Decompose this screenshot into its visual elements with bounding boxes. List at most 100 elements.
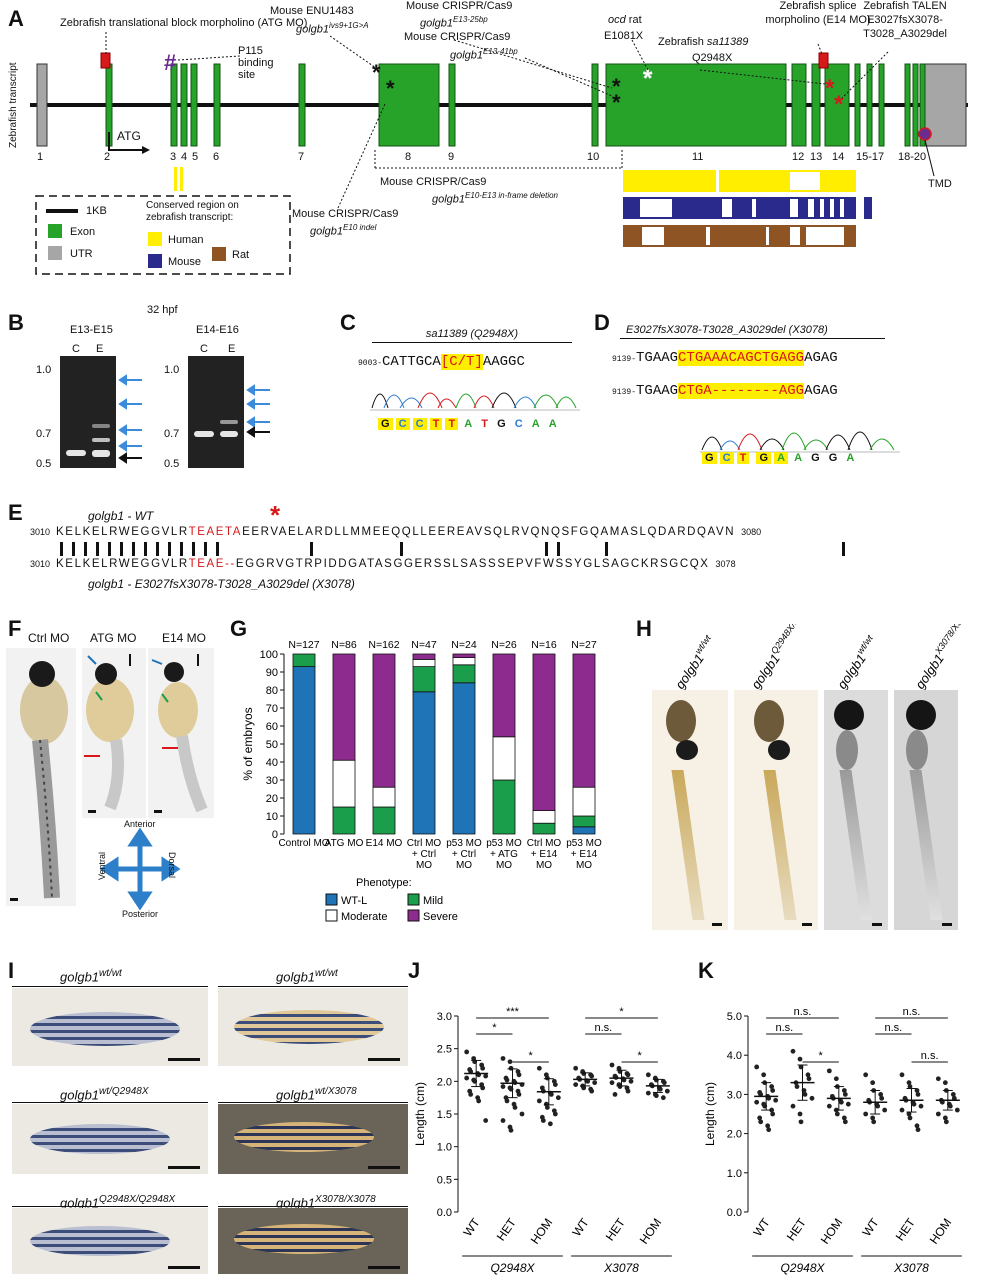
panel-c-title: sa11389 (Q2948X) — [425, 328, 519, 340]
x-tick-label: HOM — [818, 1216, 846, 1247]
exon-4 — [180, 63, 188, 147]
bar-segment — [332, 653, 356, 761]
legend-label: Mild — [423, 895, 443, 907]
crispr25-line2: golgb1E13-25bp — [420, 15, 488, 30]
data-point — [519, 1111, 525, 1117]
significance-label: * — [529, 1050, 534, 1062]
data-point — [645, 1090, 651, 1096]
bar-segment — [412, 653, 436, 660]
data-point — [504, 1098, 510, 1104]
data-point — [660, 1095, 666, 1101]
e14-mo-label: E14 MO — [162, 631, 207, 645]
talen-star-icon: * — [834, 91, 844, 118]
adult-fish-x-hom — [218, 1208, 408, 1274]
exon-11 — [605, 63, 787, 147]
data-point — [914, 1123, 920, 1129]
panel-label-e: E — [8, 500, 23, 525]
lane-c: C — [200, 343, 208, 355]
crispr25-line1: Mouse CRISPR/Cas9 — [406, 0, 513, 12]
exon-7 — [298, 63, 306, 147]
e10-line1: Mouse CRISPR/Cas9 — [292, 208, 399, 220]
data-point — [915, 1092, 921, 1097]
exon-17 — [878, 63, 885, 147]
data-point — [653, 1093, 659, 1099]
data-point — [754, 1099, 760, 1105]
crispr41-line1: Mouse CRISPR/Cas9 — [404, 31, 511, 43]
bar-segment — [412, 659, 436, 668]
ocd-line1: ocd rat — [608, 14, 642, 26]
y-tick-label: 10 — [266, 811, 278, 823]
tmd-marker-icon — [918, 127, 932, 141]
panel-d-seq1: 9139-TGAAGCTGAAACAGCTGAGGAGAG — [612, 350, 838, 366]
category-label: Control MO — [278, 838, 329, 849]
significance-label: n.s. — [594, 1022, 612, 1034]
exon-number: 3 — [170, 151, 177, 163]
data-point — [536, 1098, 542, 1104]
talen-line1: Zebrafish TALEN — [863, 0, 947, 12]
y-tick-label: 3.0 — [437, 1011, 452, 1023]
data-point — [947, 1103, 953, 1109]
data-point — [765, 1123, 771, 1129]
category-label: E14 MO — [366, 838, 403, 849]
exon-number: 8 — [405, 151, 412, 163]
legend-title: Phenotype: — [356, 877, 412, 889]
exon-number: 7 — [298, 151, 305, 163]
data-point — [863, 1072, 869, 1078]
y-tick-label: 2.0 — [727, 1129, 742, 1141]
data-point — [826, 1103, 832, 1109]
enu-star-icon: * — [372, 60, 381, 85]
sa11389-star-icon: * — [825, 75, 835, 102]
gel2-title: E14-E16 — [196, 324, 239, 336]
data-point — [770, 1088, 776, 1093]
x-tick-label: HOM — [927, 1216, 955, 1247]
significance-label: * — [619, 1006, 624, 1018]
x-tick-label: HET — [893, 1215, 919, 1243]
legend-conserved-1: Conserved region on — [146, 200, 239, 211]
category-label: MO — [576, 860, 592, 871]
legend-swatch — [407, 893, 420, 906]
data-point — [625, 1088, 631, 1094]
exon-15 — [854, 63, 861, 147]
data-point — [500, 1084, 506, 1089]
splice-line1: Zebrafish splice — [779, 0, 857, 12]
data-point — [508, 1127, 514, 1133]
group-label: Q2948X — [490, 1261, 535, 1275]
x-tick-label: WT — [569, 1215, 592, 1239]
data-point — [882, 1107, 888, 1113]
data-point — [935, 1076, 941, 1082]
exon-6 — [213, 63, 221, 147]
panel-label-i: I — [8, 958, 15, 983]
data-point — [870, 1080, 876, 1086]
y-tick-label: 100 — [260, 649, 278, 661]
data-point — [806, 1076, 812, 1082]
alignment-ticks — [60, 542, 845, 556]
data-point — [552, 1082, 558, 1087]
adult-fish-q-het — [12, 1104, 208, 1174]
exon-number: 18-20 — [898, 151, 927, 163]
category-label: + E14 — [531, 849, 558, 860]
bar-segment — [452, 664, 476, 684]
data-point — [573, 1082, 579, 1087]
category-label: + Ctrl — [412, 849, 436, 860]
exon-number: 9 — [448, 151, 455, 163]
data-point — [480, 1065, 486, 1071]
exon-number: 6 — [213, 151, 220, 163]
crispr41-line2: golgb1E13-41bp — [450, 47, 518, 62]
y-tick-label: 70 — [266, 703, 278, 715]
significance-label: * — [492, 1022, 497, 1034]
data-point — [766, 1127, 772, 1133]
x-tick-label: WT — [859, 1215, 882, 1239]
y-axis-label: Length (cm) — [413, 1082, 427, 1146]
data-point — [794, 1084, 800, 1089]
exon-5 — [190, 63, 198, 147]
bar-segment — [532, 653, 556, 812]
exon-20 — [919, 63, 926, 147]
bar-segment — [292, 653, 316, 668]
exon-12 — [791, 63, 807, 147]
data-point — [581, 1085, 587, 1091]
exon-14 — [824, 63, 850, 147]
